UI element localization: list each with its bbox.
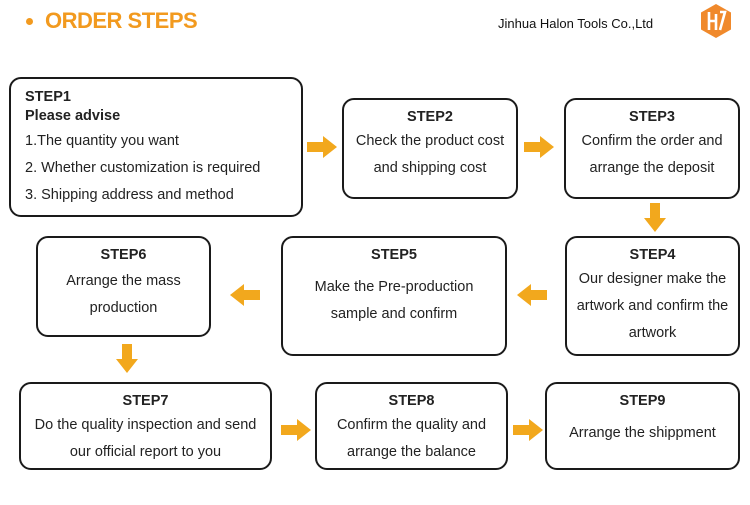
step1-line: 1.The quantity you want	[25, 133, 179, 149]
step9-label: STEP9	[619, 393, 666, 409]
step3-line: Confirm the order and	[581, 133, 723, 149]
step4-box: STEP4 Our designer make the artwork and …	[565, 236, 740, 356]
step7-label: STEP7	[122, 393, 169, 409]
arrow-right-icon	[281, 419, 311, 441]
arrow-left-icon	[517, 284, 547, 306]
step6-label: STEP6	[100, 247, 147, 263]
step1-line: 2. Whether customization is required	[25, 160, 261, 176]
step1-line: 3. Shipping address and method	[25, 187, 234, 203]
step8-line: arrange the balance	[347, 444, 476, 460]
step4-line: artwork	[628, 325, 677, 341]
step3-label: STEP3	[629, 109, 675, 125]
page-title: ORDER STEPS	[45, 8, 198, 33]
step7-box: STEP7 Do the quality inspection and send…	[19, 382, 272, 470]
step9-line: Arrange the shippment	[569, 425, 716, 441]
arrow-right-icon	[524, 136, 554, 158]
arrow-right-icon	[513, 419, 543, 441]
step2-line: Check the product cost	[355, 133, 505, 149]
step2-label: STEP2	[407, 109, 453, 125]
arrow-left-icon	[230, 284, 260, 306]
step5-line: sample and confirm	[330, 306, 458, 322]
step6-box: STEP6 Arrange the mass production	[36, 236, 211, 337]
step2-box: STEP2 Check the product cost and shippin…	[342, 98, 518, 199]
step5-box: STEP5 Make the Pre-production sample and…	[281, 236, 507, 356]
company-logo-icon	[701, 4, 731, 38]
step8-line: Confirm the quality and	[336, 417, 487, 433]
step5-line: Make the Pre-production	[314, 279, 474, 295]
company-name: Jinhua Halon Tools Co.,Ltd	[498, 16, 654, 31]
arrow-right-icon	[307, 136, 337, 158]
step6-line: Arrange the mass	[66, 273, 181, 289]
step3-box: STEP3 Confirm the order and arrange the …	[564, 98, 740, 199]
step2-line: and shipping cost	[373, 160, 487, 176]
step1-heading: Please advise	[25, 108, 121, 124]
step9-box: STEP9 Arrange the shippment	[545, 382, 740, 470]
step6-line: production	[89, 300, 158, 316]
step8-box: STEP8 Confirm the quality and arrange th…	[315, 382, 508, 470]
step4-line: Our designer make the	[578, 271, 727, 287]
arrow-down-icon	[116, 344, 138, 373]
step7-line: Do the quality inspection and send	[34, 417, 257, 433]
step7-line: our official report to you	[69, 444, 222, 460]
header-bullet-icon	[26, 18, 33, 25]
step4-label: STEP4	[629, 247, 676, 263]
step1-label: STEP1	[25, 89, 71, 105]
step4-line: artwork and confirm the	[576, 298, 729, 314]
step8-label: STEP8	[388, 393, 435, 409]
step3-line: arrange the deposit	[589, 160, 715, 176]
step5-label: STEP5	[371, 247, 417, 263]
step1-box: STEP1 Please advise 1.The quantity you w…	[9, 77, 303, 217]
arrow-down-icon	[644, 203, 666, 232]
